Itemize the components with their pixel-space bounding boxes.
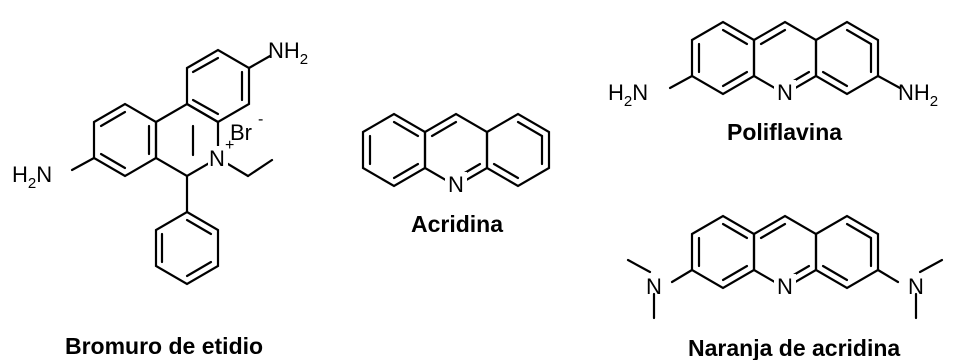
acridine-structure: N [361,112,551,197]
proflavine-structure: N H2N NH2 [608,20,938,110]
bromide-counterion: Br [230,120,252,145]
ethidium-bromide-name: Bromuro de etidio [65,333,263,359]
bromide-negative-charge: - [258,111,263,128]
ethidium-positive-charge: + [225,137,234,154]
acridine-orange-structure: N N N [626,214,944,320]
ethidium-amine-top: NH2 [268,38,308,68]
acridine-orange-amine-left: N [646,274,662,299]
acridine-orange-amine-right: N [908,274,924,299]
proflavine-name: Poliflavina [727,119,842,145]
acridine-name: Acridina [411,211,503,237]
proflavine-amine-left: H2N [608,80,648,110]
proflavine-ring-nitrogen: N [777,80,793,105]
proflavine-amine-right: NH2 [898,80,938,110]
acridine-ring-nitrogen: N [448,172,464,197]
acridine-orange-name: Naranja de acridina [688,335,900,360]
acridine-orange-ring-nitrogen: N [777,274,793,299]
ethidium-bromide-structure: N + Br - NH2 H2N [12,38,308,286]
ethidium-ring-nitrogen: N [209,146,225,171]
ethidium-amine-left: H2N [12,162,52,192]
